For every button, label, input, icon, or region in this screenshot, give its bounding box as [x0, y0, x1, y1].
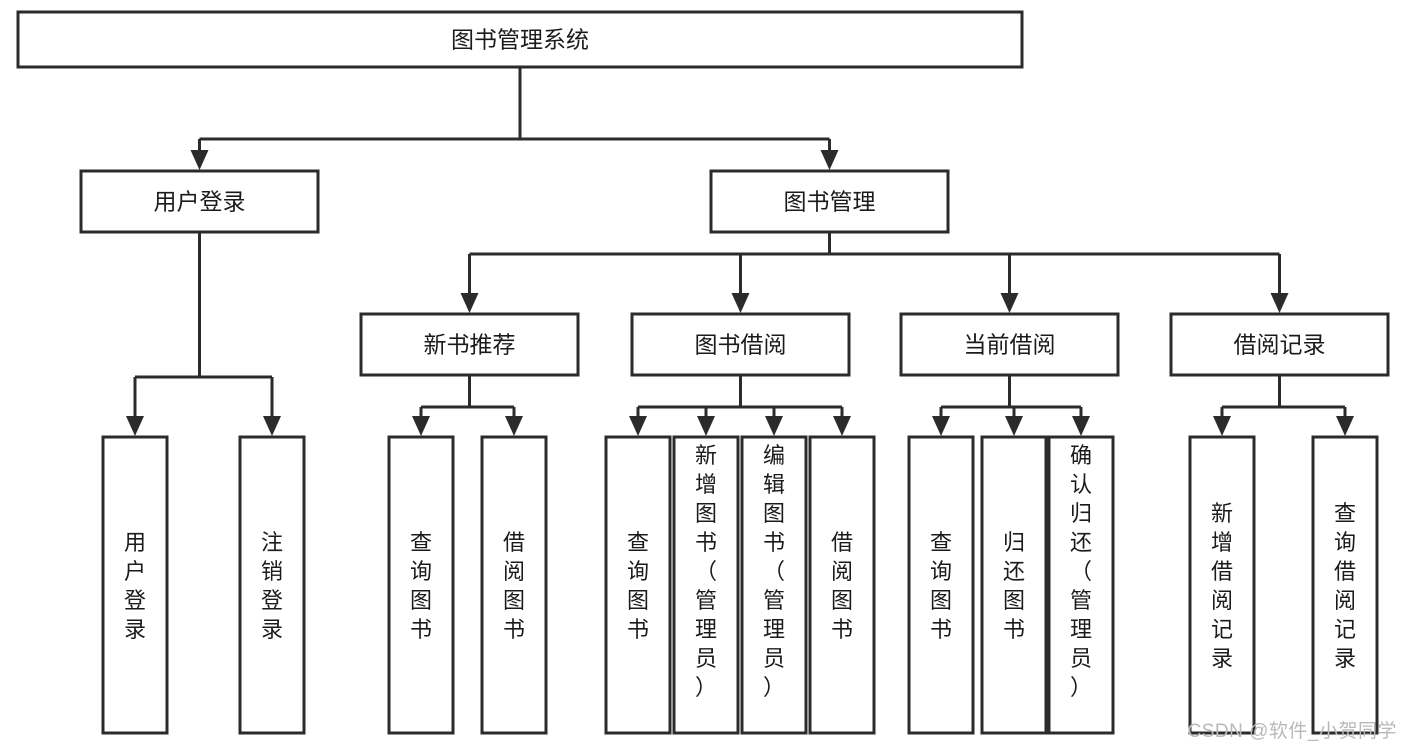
node-box[interactable]	[79, 169, 320, 234]
node-label: 图书管理系统	[451, 27, 589, 53]
node-label: 确认归还（管理员）	[1070, 443, 1092, 700]
node-level3[interactable]: 当前借阅	[899, 312, 1120, 377]
node-label: 查询图书	[627, 530, 649, 642]
arrow-head-icon	[1336, 416, 1354, 436]
node-leaf[interactable]: 确认归还（管理员）	[1047, 435, 1115, 735]
arrow-head-icon	[765, 416, 783, 436]
node-box[interactable]	[238, 435, 306, 735]
node-label: 查询图书	[930, 530, 952, 642]
node-label: 用户登录	[154, 189, 246, 215]
node-label: 借阅图书	[831, 530, 853, 642]
node-box[interactable]	[808, 435, 876, 735]
node-layer: 图书管理系统用户登录图书管理用户登录注销登录新书推荐查询图书借阅图书图书借阅查询…	[16, 10, 1390, 735]
node-level2[interactable]: 用户登录	[79, 169, 320, 234]
arrow-head-icon	[126, 416, 144, 436]
node-label: 借阅图书	[503, 530, 525, 642]
arrow-head-icon	[263, 416, 281, 436]
node-level3[interactable]: 图书借阅	[630, 312, 851, 377]
node-box[interactable]	[1311, 435, 1379, 735]
node-label: 编辑图书（管理员）	[763, 443, 785, 700]
node-label: 图书借阅	[695, 332, 787, 358]
node-label: 注销登录	[261, 530, 283, 642]
node-box[interactable]	[907, 435, 975, 735]
node-box[interactable]	[387, 435, 455, 735]
node-leaf[interactable]: 用户登录	[101, 435, 169, 735]
node-level3[interactable]: 新书推荐	[359, 312, 580, 377]
node-box[interactable]	[709, 169, 950, 234]
node-label: 图书管理	[784, 189, 876, 215]
node-box[interactable]	[899, 312, 1120, 377]
node-box[interactable]	[630, 312, 851, 377]
node-leaf[interactable]: 编辑图书（管理员）	[740, 435, 808, 735]
node-label: 用户登录	[124, 530, 146, 642]
node-label: 当前借阅	[964, 332, 1056, 358]
csdn-watermark: CSDN @软件_小贺同学	[1187, 721, 1397, 742]
arrow-head-icon	[190, 150, 209, 170]
node-leaf[interactable]: 归还图书	[980, 435, 1048, 735]
node-leaf[interactable]: 注销登录	[238, 435, 306, 735]
node-box[interactable]	[101, 435, 169, 735]
arrow-head-icon	[505, 416, 523, 436]
arrow-head-icon	[629, 416, 647, 436]
connector-layer	[126, 67, 1354, 436]
arrow-head-icon	[820, 150, 839, 170]
arrow-head-icon	[1270, 293, 1289, 313]
arrow-head-icon	[1000, 293, 1019, 313]
node-label: 新增借阅记录	[1211, 501, 1233, 671]
node-leaf[interactable]: 新增借阅记录	[1188, 435, 1256, 735]
node-box[interactable]	[1188, 435, 1256, 735]
node-leaf[interactable]: 借阅图书	[808, 435, 876, 735]
node-label: 查询借阅记录	[1334, 501, 1356, 671]
arrow-head-icon	[697, 416, 715, 436]
node-label: 借阅记录	[1234, 332, 1326, 358]
node-label: 新书推荐	[424, 332, 516, 358]
arrow-head-icon	[1072, 416, 1090, 436]
arrow-head-icon	[833, 416, 851, 436]
arrow-head-icon	[1213, 416, 1231, 436]
node-level2[interactable]: 图书管理	[709, 169, 950, 234]
node-box[interactable]	[359, 312, 580, 377]
node-box[interactable]	[604, 435, 672, 735]
node-root[interactable]: 图书管理系统	[16, 10, 1024, 69]
node-label: 归还图书	[1003, 530, 1025, 642]
arrow-head-icon	[412, 416, 430, 436]
node-box[interactable]	[1169, 312, 1390, 377]
arrow-head-icon	[731, 293, 750, 313]
node-leaf[interactable]: 查询图书	[604, 435, 672, 735]
node-box[interactable]	[1047, 435, 1115, 735]
node-box[interactable]	[480, 435, 548, 735]
arrow-head-icon	[932, 416, 950, 436]
node-leaf[interactable]: 查询借阅记录	[1311, 435, 1379, 735]
node-leaf[interactable]: 查询图书	[907, 435, 975, 735]
node-box[interactable]	[672, 435, 740, 735]
node-leaf[interactable]: 新增图书（管理员）	[672, 435, 740, 735]
node-box[interactable]	[740, 435, 808, 735]
node-level3[interactable]: 借阅记录	[1169, 312, 1390, 377]
node-box[interactable]	[16, 10, 1024, 69]
node-label: 查询图书	[410, 530, 432, 642]
node-label: 新增图书（管理员）	[695, 443, 717, 700]
node-leaf[interactable]: 借阅图书	[480, 435, 548, 735]
arrow-head-icon	[1005, 416, 1023, 436]
arrow-head-icon	[460, 293, 479, 313]
node-leaf[interactable]: 查询图书	[387, 435, 455, 735]
node-box[interactable]	[980, 435, 1048, 735]
